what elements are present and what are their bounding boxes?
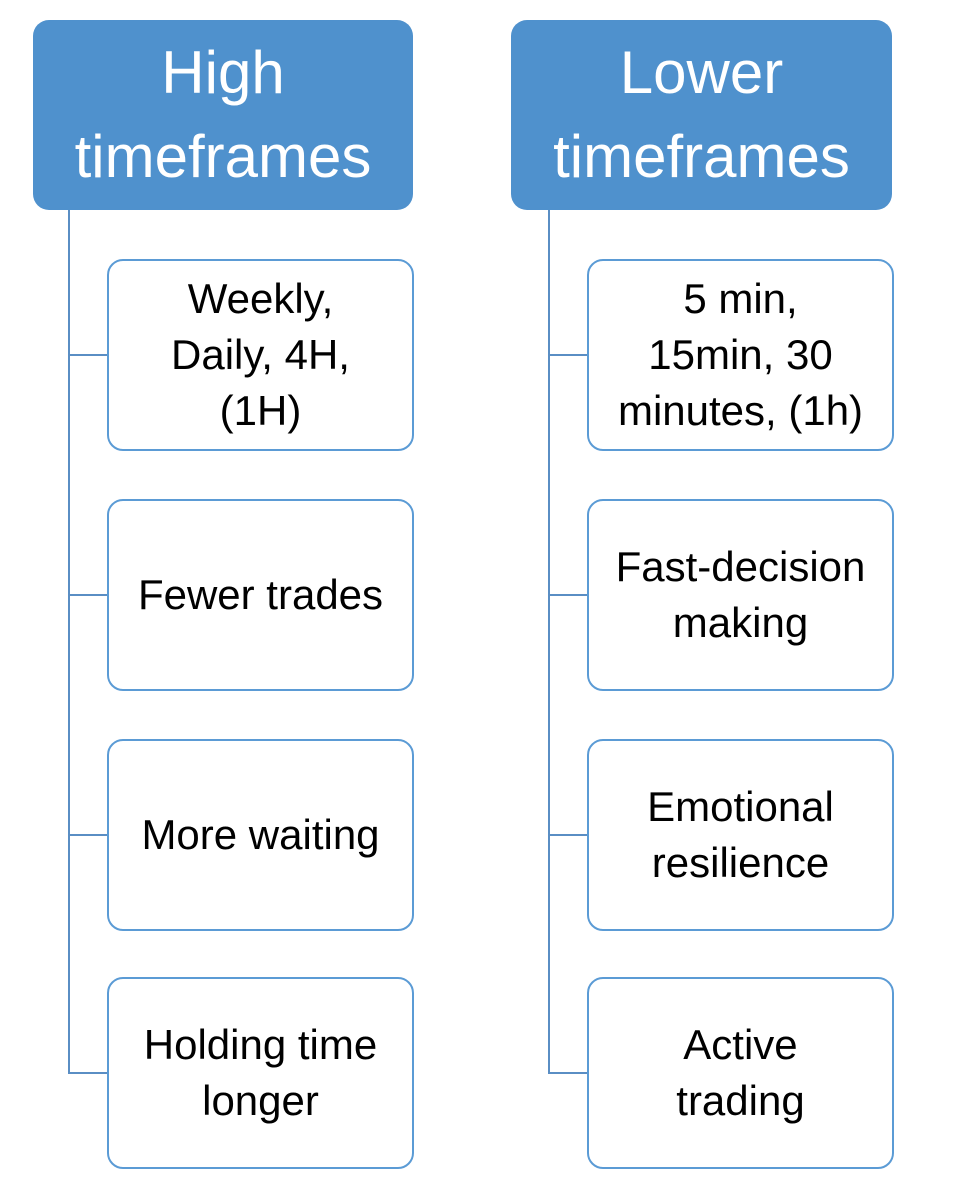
lower-timeframes-item-active-trading: Active trading <box>587 977 894 1169</box>
lower-timeframes-item-emotional-resilience: Emotional resilience <box>587 739 894 931</box>
high-timeframes-item-periods: Weekly, Daily, 4H, (1H) <box>107 259 414 451</box>
high-timeframes-item-fewer-trades: Fewer trades <box>107 499 414 691</box>
lower-timeframes-header: Lower timeframes <box>511 20 892 210</box>
lower-timeframes-item-periods: 5 min, 15min, 30 minutes, (1h) <box>587 259 894 451</box>
lower-timeframes-item-fast-decision: Fast-decision making <box>587 499 894 691</box>
high-timeframes-item-more-waiting: More waiting <box>107 739 414 931</box>
high-timeframes-item-holding-time: Holding time longer <box>107 977 414 1169</box>
high-timeframes-header: High timeframes <box>33 20 413 210</box>
